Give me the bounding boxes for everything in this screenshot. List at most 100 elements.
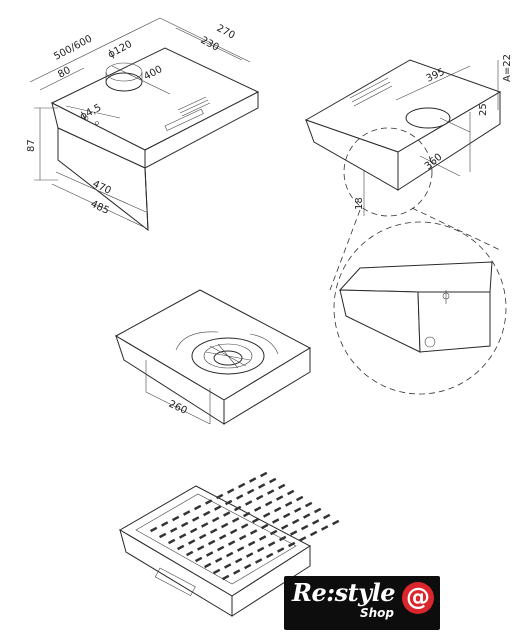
grille-slot (235, 557, 243, 564)
grille-slot (244, 500, 253, 506)
grille-slot (187, 539, 196, 545)
grille-slot (225, 499, 233, 506)
grille-slot (192, 516, 200, 522)
grille-slot (229, 528, 238, 535)
grille-slot (269, 477, 277, 484)
grille-slot (227, 488, 235, 494)
grille-slot (238, 482, 246, 489)
grille-slot (222, 511, 231, 517)
grille-slot (279, 535, 287, 542)
grille-slot (201, 522, 209, 528)
grille-slot (292, 518, 300, 525)
hood-top-left-view (29, 17, 260, 232)
hood-bottom-view (119, 471, 340, 617)
logo-shop-text: Shop (360, 606, 395, 620)
grille-slot (285, 501, 293, 507)
grille-slot (278, 483, 286, 490)
grille-slot (296, 495, 304, 502)
grille-slot (221, 522, 229, 529)
dim-a-value: A=22 (502, 54, 513, 82)
grille-slot (257, 546, 265, 553)
grille-slot (290, 530, 298, 536)
grille-slot (254, 506, 262, 512)
dim-offset-front: 80 (56, 65, 72, 81)
dim-bottom-485: 485 (89, 199, 111, 217)
grille-slot (294, 507, 302, 513)
hood-top-right-view (304, 59, 502, 217)
grille-slot (222, 574, 230, 581)
grille-slot (208, 539, 216, 546)
grille-slot (237, 546, 245, 552)
grille-slot (268, 541, 276, 547)
grille-slot (274, 506, 282, 513)
grille-slot (283, 512, 291, 519)
dim-duct-260: 260 (167, 399, 189, 417)
grille-slot (259, 535, 267, 541)
grille-slot (288, 541, 296, 548)
grille-slot (205, 499, 213, 505)
grille-slot (245, 552, 254, 558)
grille-slot (226, 551, 234, 558)
grille-slot (277, 547, 285, 553)
grille-slot (198, 533, 207, 540)
grille-slot (261, 523, 269, 530)
grille-slot (238, 534, 247, 541)
grille-slot (255, 494, 264, 501)
grille-slot (240, 523, 249, 529)
grille-slot (247, 488, 255, 495)
grille-slot (161, 521, 169, 527)
grille-slot (172, 515, 180, 522)
grille-slot (218, 534, 227, 540)
grille-slot (301, 524, 309, 531)
grille-slot (260, 471, 268, 478)
grille-slot (299, 536, 307, 542)
dim-height-18: 18 (354, 197, 365, 210)
grille-slot (159, 532, 167, 539)
logo-at-icon: @ (402, 582, 434, 614)
grille-slot (320, 525, 329, 531)
grille-slot (266, 552, 274, 559)
dim-height: 87 (26, 139, 37, 152)
dim-small-25: 25 (478, 103, 489, 116)
grille-slot (214, 557, 223, 563)
grille-slot (242, 511, 251, 518)
grille-slot (255, 558, 263, 564)
grille-slot (231, 517, 240, 523)
grille-slot (211, 516, 220, 523)
grille-slot (267, 489, 275, 495)
grease-filter-grille (150, 471, 340, 581)
grille-slot (312, 519, 320, 525)
hood-middle-view (114, 289, 312, 425)
grille-slot (305, 501, 313, 508)
grille-slot (209, 528, 218, 534)
grille-slot (214, 505, 222, 511)
grille-slot (234, 505, 242, 512)
grille-slot (249, 529, 258, 535)
grille-slot (275, 495, 284, 501)
grille-slot (236, 494, 244, 500)
grille-slot (265, 500, 273, 507)
grille-slot (203, 510, 211, 517)
grille-slot (183, 510, 191, 516)
grille-slot (190, 527, 198, 534)
grille-slot (194, 556, 203, 563)
grille-slot (224, 563, 232, 569)
grille-slot (150, 526, 158, 533)
dim-depth-inner: 230 (199, 35, 221, 54)
grille-slot (323, 513, 331, 520)
grille-slot (248, 540, 256, 547)
grille-slot (232, 569, 241, 575)
grille-slot (228, 540, 236, 546)
grille-slot (170, 527, 178, 533)
grille-slot (249, 477, 257, 483)
grille-slot (196, 545, 205, 551)
grille-slot (216, 545, 225, 552)
grille-slot (168, 538, 176, 545)
grille-slot (332, 519, 340, 526)
grille-slot (272, 518, 280, 524)
grille-slot (286, 489, 295, 496)
dim-depth-total: 270 (215, 23, 237, 42)
grille-slot (251, 517, 260, 524)
grille-slot (310, 530, 318, 537)
